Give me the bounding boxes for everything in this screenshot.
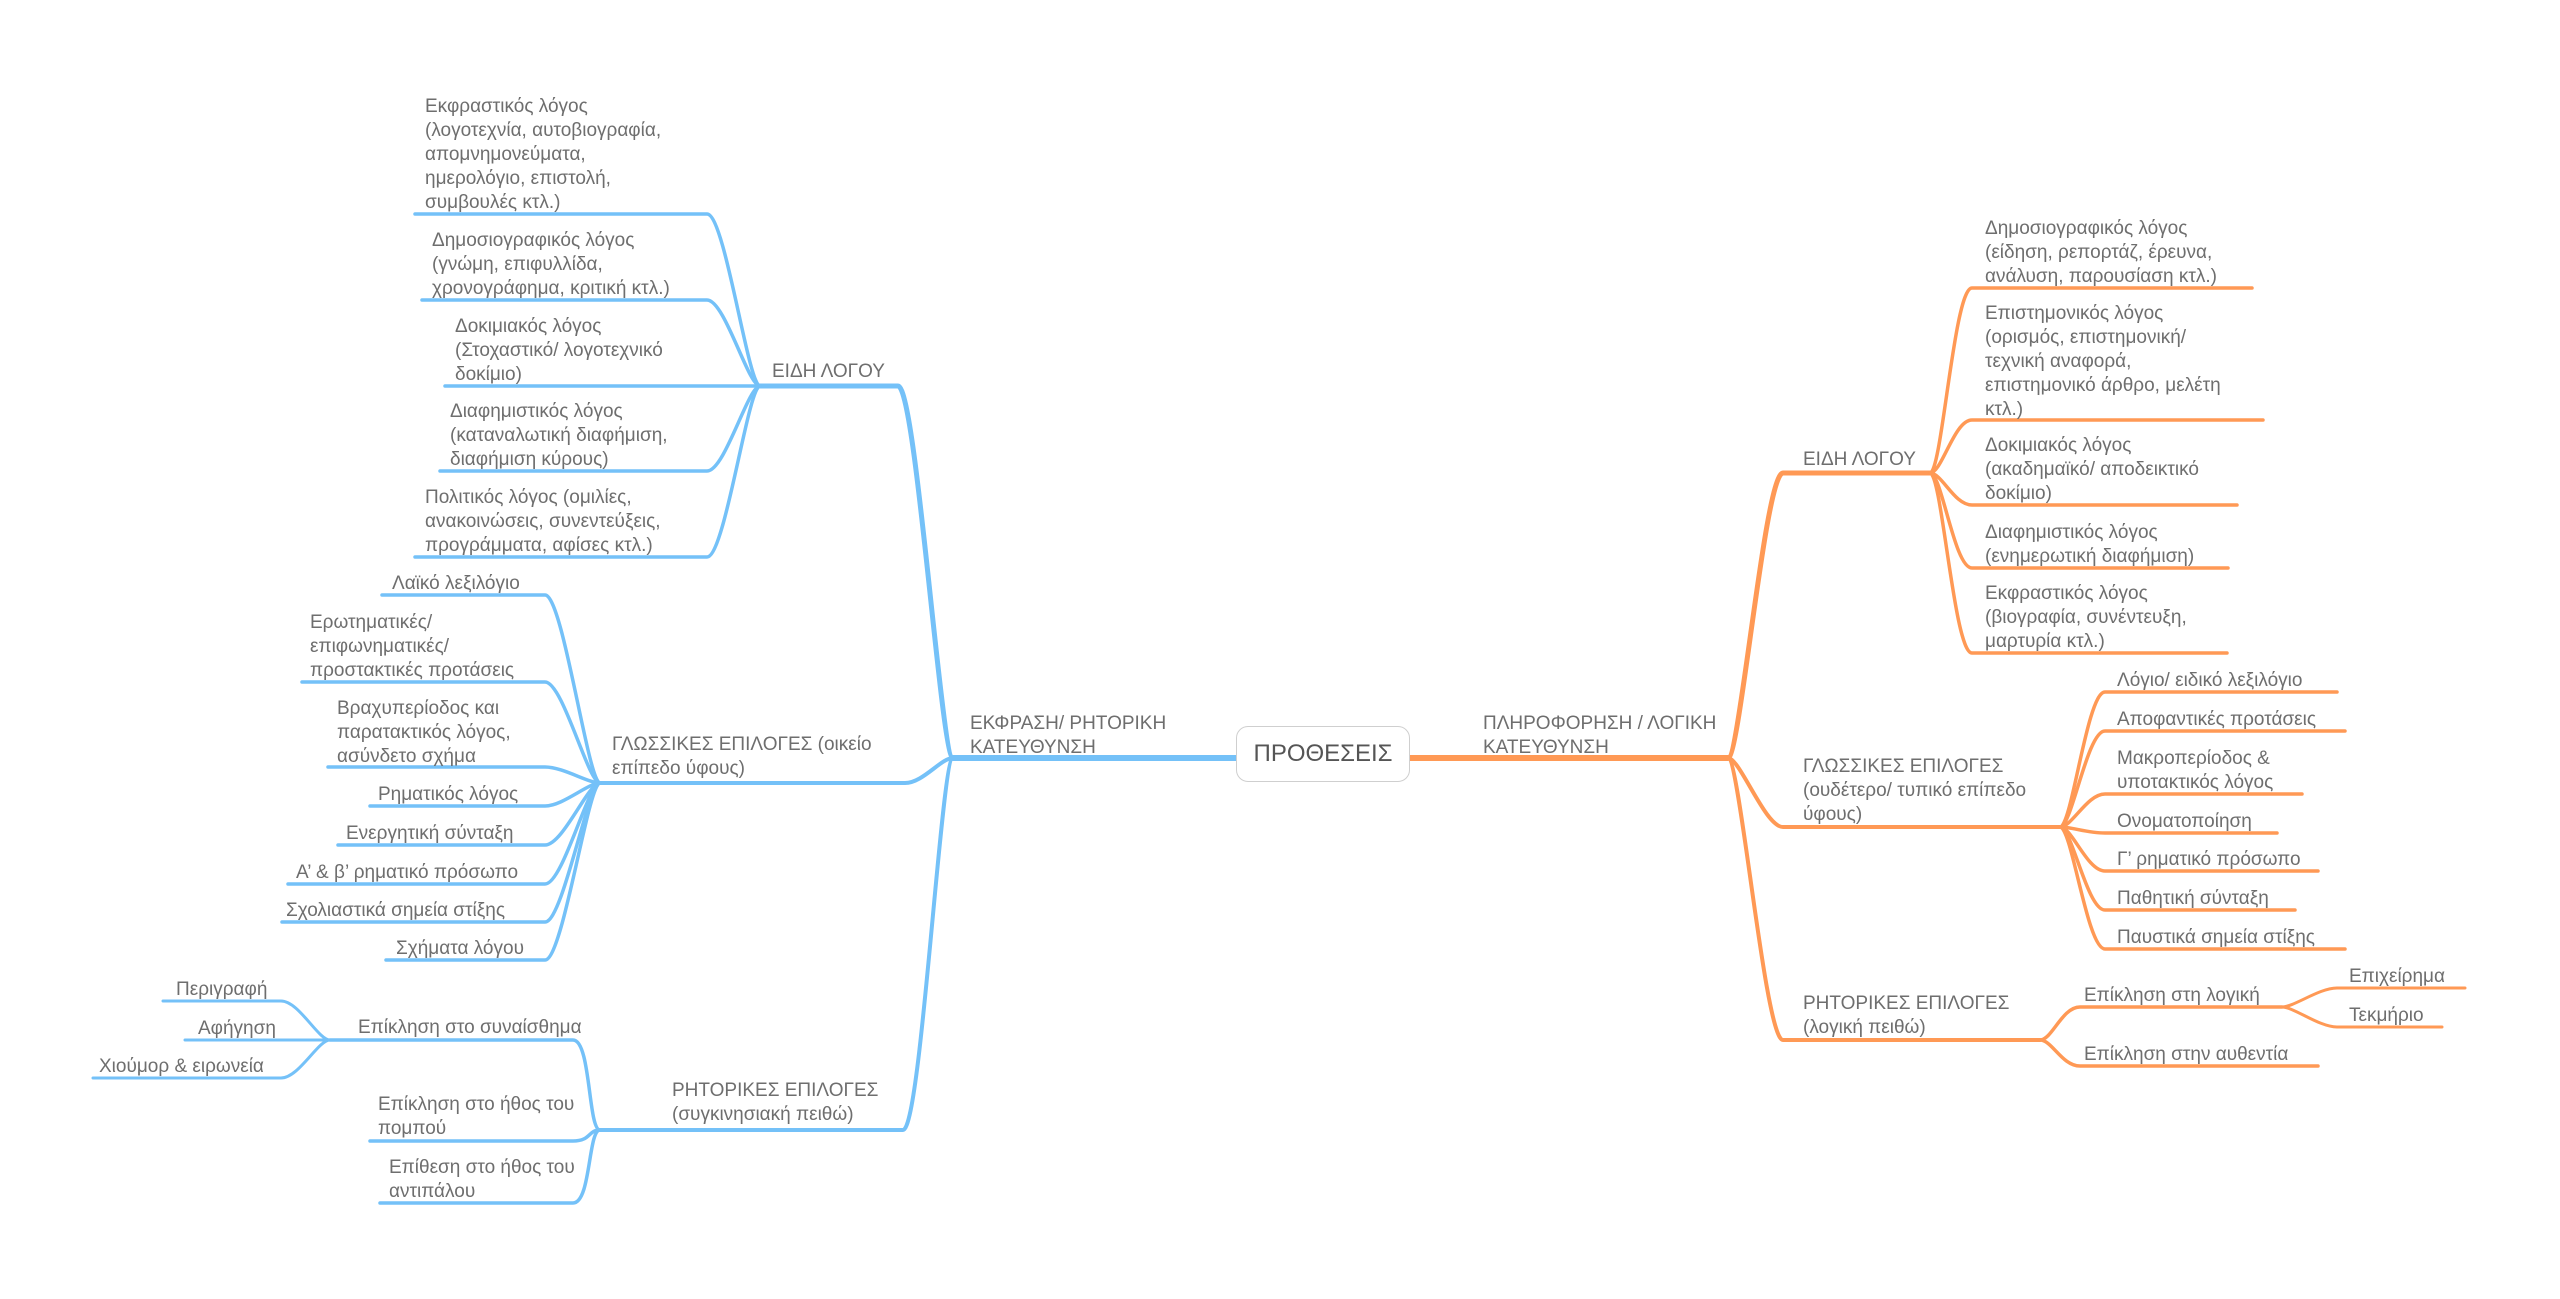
connector-left-language <box>598 756 955 785</box>
main-branch-left[interactable]: ΕΚΦΡΑΣΗ/ ΡΗΤΟΡΙΚΗ ΚΑΤΕΥΘΥΝΣΗ <box>970 713 1167 758</box>
topic-node[interactable]: Πολιτικός λόγος (ομιλίες, ανακοινώσεις, … <box>425 487 661 556</box>
right-group-rhetoric[interactable]: ΡΗΤΟΡΙΚΕΣ ΕΠΙΛΟΓΕΣ (λογική πειθώ) <box>1803 993 2010 1038</box>
topic-node[interactable]: Ονοματοποίηση <box>2117 811 2252 832</box>
connector-leaf <box>380 593 602 785</box>
connector-leaf <box>2038 1005 2284 1042</box>
topic-node[interactable]: Σχολιαστικά σημεία στίξης <box>286 900 505 921</box>
topic-node[interactable]: Επίκληση στο ήθος του πομπού <box>378 1094 575 1139</box>
connector-leaf <box>378 1128 602 1205</box>
topic-node[interactable]: Α’ & β’ ρηματικό πρόσωπο <box>296 862 519 883</box>
topic-node[interactable]: Επίθεση στο ήθος του αντιπάλου <box>389 1157 575 1202</box>
central-topic[interactable]: ΠΡΟΘΕΣΕΙΣ <box>1236 726 1410 782</box>
right-group-types[interactable]: ΕΙΔΗ ΛΟΓΟΥ <box>1803 449 1916 470</box>
connector-leaf <box>91 1038 332 1080</box>
topic-node[interactable]: Ρηματικός λόγος <box>378 784 519 805</box>
topic-node[interactable]: Περιγραφή <box>176 979 268 1000</box>
connector-right-types <box>1725 470 1933 761</box>
connector-leaf <box>1928 471 2229 655</box>
topic-node[interactable]: Ερωτηματικές/ επιφωνηματικές/ προστακτικ… <box>310 612 515 681</box>
topic-node[interactable]: Δημοσιογραφικός λόγος (γνώμη, επιφυλλίδα… <box>432 230 670 299</box>
topic-node[interactable]: Επιστημονικός λόγος (ορισμός, επιστημονι… <box>1985 303 2221 420</box>
topic-node[interactable]: Ενεργητική σύνταξη <box>346 823 514 844</box>
topic-node[interactable]: Επίκληση στο συναίσθημα <box>358 1017 582 1038</box>
connector-leaf <box>413 212 762 388</box>
topic-node[interactable]: Επίκληση στην αυθεντία <box>2084 1044 2289 1065</box>
connector-leaf <box>326 765 602 785</box>
connector-leaf <box>413 384 762 559</box>
topic-node[interactable]: Σχήματα λόγου <box>396 938 524 959</box>
connector-leaf <box>384 781 602 962</box>
connector-leaf <box>420 298 762 388</box>
connector-right-rhetoric <box>1726 756 2042 1042</box>
right-group-language[interactable]: ΓΛΩΣΣΙΚΕΣ ΕΠΙΛΟΓΕΣ (ουδέτερο/ τυπικό επί… <box>1803 756 2027 825</box>
left-group-types[interactable]: ΕΙΔΗ ΛΟΓΟΥ <box>772 361 885 382</box>
connector-right-language <box>1726 756 2062 829</box>
left-group-language[interactable]: ΓΛΩΣΣΙΚΕΣ ΕΠΙΛΟΓΕΣ (οικείο επίπεδο ύφους… <box>612 734 872 779</box>
topic-node[interactable]: Μακροπερίοδος & υποτακτικός λόγος <box>2117 748 2274 793</box>
topic-node[interactable]: Βραχυπερίοδος και παρατακτικός λόγος, ασ… <box>337 698 511 767</box>
central-topic-label: ΠΡΟΘΕΣΕΙΣ <box>1253 740 1393 767</box>
topic-node[interactable]: Γ’ ρηματικό πρόσωπο <box>2117 849 2301 870</box>
topic-node[interactable]: Τεκμήριο <box>2349 1005 2424 1026</box>
connector-leaf <box>328 1038 602 1132</box>
topic-node[interactable]: Λαϊκό λεξιλόγιο <box>392 573 520 594</box>
left-group-rhetoric[interactable]: ΡΗΤΟΡΙΚΕΣ ΕΠΙΛΟΓΕΣ (συγκινησιακή πειθώ) <box>672 1080 879 1125</box>
connector-leaf <box>2058 729 2347 829</box>
topic-node[interactable]: Δοκιμιακός λόγος (Στοχαστικό/ λογοτεχνικ… <box>455 316 663 385</box>
topic-node[interactable]: Επίκληση στη λογική <box>2084 985 2260 1006</box>
topic-node[interactable]: Διαφημιστικός λόγος (ενημερωτική διαφήμι… <box>1985 522 2195 567</box>
topic-node[interactable]: Εκφραστικός λόγος (βιογραφία, συνέντευξη… <box>1985 583 2187 652</box>
topic-node[interactable]: Δοκιμιακός λόγος (ακαδημαϊκό/ αποδεικτικ… <box>1985 435 2199 504</box>
connector-leaf <box>300 680 602 785</box>
topic-node[interactable]: Εκφραστικός λόγος (λογοτεχνία, αυτοβιογρ… <box>425 96 662 213</box>
connector-left-rhetoric <box>598 756 955 1132</box>
topic-node[interactable]: Λόγιο/ ειδικό λεξιλόγιο <box>2117 670 2303 691</box>
connector-leaf <box>2280 1005 2444 1029</box>
connector-left-types <box>757 383 956 761</box>
connector-leaf <box>2038 1038 2320 1068</box>
connector-leaf <box>2058 825 2347 951</box>
topic-node[interactable]: Παυστικά σημεία στίξης <box>2117 927 2315 948</box>
topic-node[interactable]: Αφήγηση <box>198 1018 276 1039</box>
topic-node[interactable]: Δημοσιογραφικός λόγος (είδηση, ρεπορτάζ,… <box>1985 218 2217 287</box>
connector-leaf <box>1928 286 2254 475</box>
topic-node[interactable]: Χιούμορ & ειρωνεία <box>99 1056 264 1077</box>
topic-node[interactable]: Παθητική σύνταξη <box>2117 888 2269 909</box>
topic-node[interactable]: Αποφαντικές προτάσεις <box>2117 709 2317 730</box>
topic-node[interactable]: Επιχείρημα <box>2349 966 2445 987</box>
topic-node[interactable]: Διαφημιστικός λόγος (καταναλωτική διαφήμ… <box>450 401 668 470</box>
connector-leaf <box>1928 418 2265 475</box>
main-branch-right[interactable]: ΠΛΗΡΟΦΟΡΗΣΗ / ΛΟΓΙΚΗ ΚΑΤΕΥΘΥΝΣΗ <box>1483 713 1717 758</box>
